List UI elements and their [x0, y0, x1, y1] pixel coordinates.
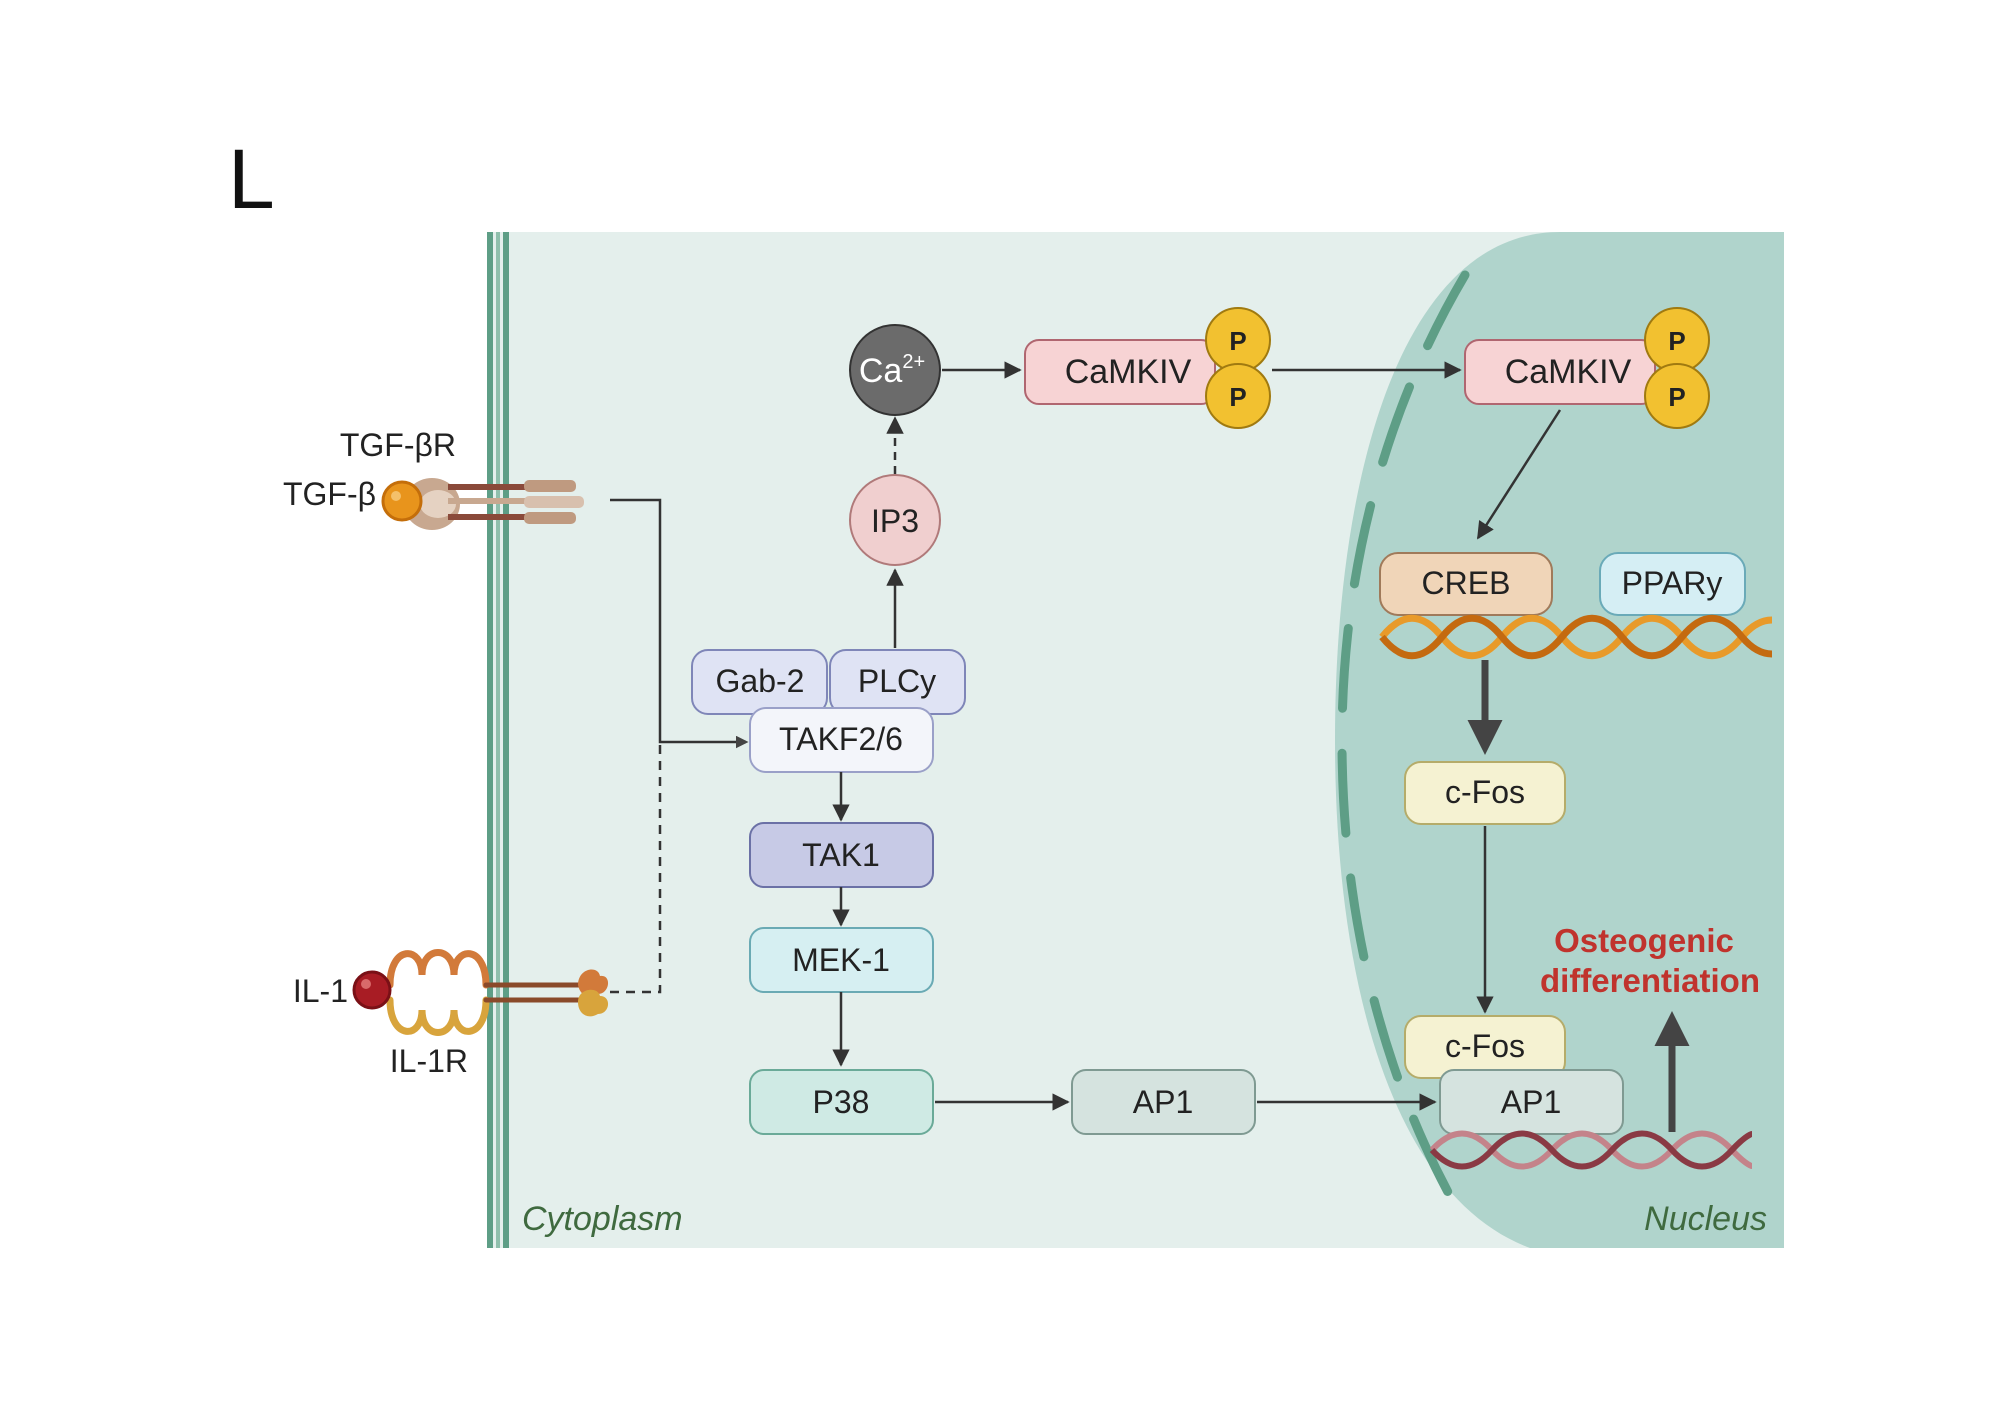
tgfb-ligand-highlight — [391, 491, 401, 501]
p38-label: P38 — [813, 1084, 870, 1120]
ppary-label: PPARy — [1622, 565, 1723, 601]
il1r-to-takf-dashed-line — [610, 742, 662, 994]
takf-label: TAKF2/6 — [779, 721, 903, 757]
cytoplasm-label: Cytoplasm — [522, 1200, 683, 1238]
phospho-cyto-top-label: P — [1229, 326, 1246, 356]
outcome-line1: Osteogenic — [1554, 922, 1734, 959]
phospho-nuc-bottom-label: P — [1668, 382, 1685, 412]
calcium-node — [849, 324, 941, 416]
ap1-cyto-label: AP1 — [1133, 1084, 1193, 1120]
tgfb-ligand-icon — [381, 480, 423, 522]
il1r-head-bottom-icon — [578, 989, 609, 1017]
camkiv-cyto-node — [1024, 339, 1216, 405]
il1-ligand-highlight — [361, 979, 371, 989]
ip3-label: IP3 — [871, 503, 919, 539]
il1-receptor-graphic — [386, 949, 583, 1036]
nuclear-envelope — [1337, 270, 1470, 1210]
outcome-line2: differentiation — [1540, 962, 1760, 999]
ip3-node — [849, 474, 941, 566]
plasma-membrane — [487, 232, 509, 1248]
p38-node — [749, 1069, 934, 1135]
phospho-cyto-bottom-label: P — [1229, 382, 1246, 412]
cfos-lower-label: c-Fos — [1445, 1028, 1525, 1064]
tgfb-receptor-label: TGF-βR — [340, 427, 456, 463]
il1-ligand-icon — [352, 970, 392, 1010]
camkiv-nuc-label: CaMKIV — [1505, 353, 1632, 391]
panel-label: L — [228, 132, 275, 226]
tak1-label: TAK1 — [802, 837, 880, 873]
tgfb-ligand-label: TGF-β — [283, 476, 376, 512]
tgfb-receptor-graphic — [404, 478, 584, 530]
cfos-upper-node — [1404, 761, 1566, 825]
nucleus-region — [1335, 232, 1784, 1248]
plcy-label: PLCy — [858, 663, 936, 699]
dna-helix-upper-icon — [1379, 614, 1773, 660]
camkiv-cyto-label: CaMKIV — [1065, 353, 1192, 391]
tgfbr-to-takf-arrow — [610, 498, 749, 749]
ppary-node — [1599, 552, 1746, 616]
il1-receptor-label: IL-1R — [390, 1043, 468, 1079]
calcium-label: Ca2+ — [859, 351, 925, 390]
phospho-nuc-top-label: P — [1668, 326, 1685, 356]
creb-node — [1379, 552, 1553, 616]
phospho-nuc-bottom-icon — [1644, 363, 1710, 429]
gab2-label: Gab-2 — [716, 663, 805, 699]
camkiv-to-creb-arrow — [1476, 409, 1562, 540]
ap1-nuc-label: AP1 — [1501, 1084, 1561, 1120]
dna-helix-lower-icon — [1429, 1130, 1753, 1170]
il1r-head-top-icon — [578, 969, 609, 997]
creb-label: CREB — [1422, 565, 1511, 601]
il1-ligand-label: IL-1 — [293, 973, 348, 1009]
phospho-cyto-bottom-icon — [1205, 363, 1271, 429]
nucleus-label: Nucleus — [1644, 1200, 1767, 1238]
mek1-label: MEK-1 — [792, 942, 890, 978]
cfos-upper-label: c-Fos — [1445, 774, 1525, 810]
ap1-cyto-node — [1071, 1069, 1256, 1135]
